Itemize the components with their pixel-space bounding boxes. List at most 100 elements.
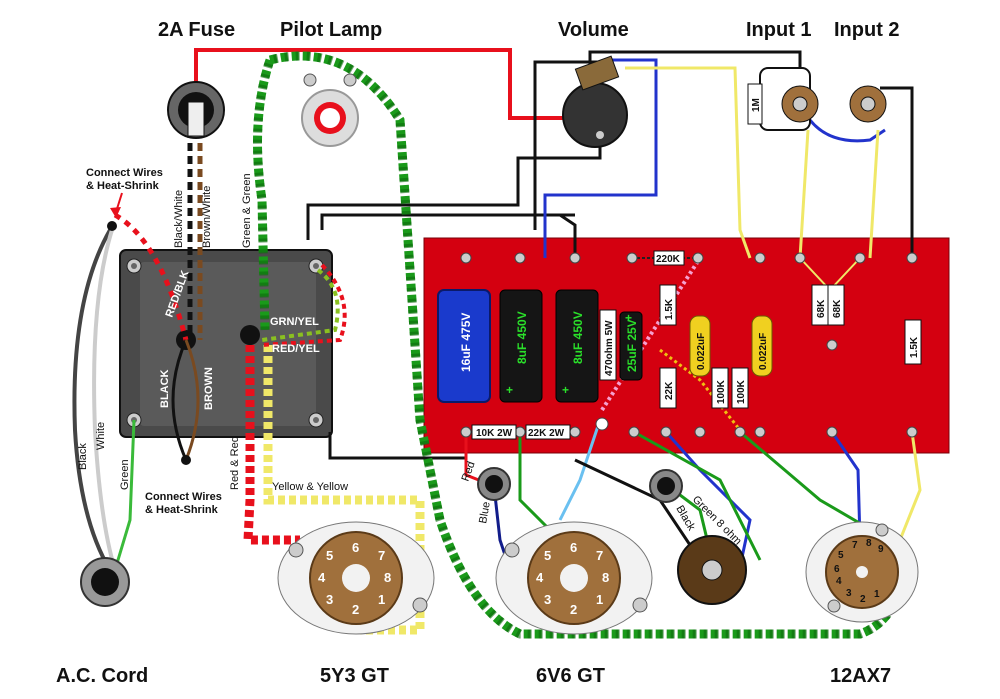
label-r-100k-b: 100K xyxy=(736,379,747,404)
svg-text:7: 7 xyxy=(596,548,603,563)
label-cap-8uf-b: 8uF 450V xyxy=(571,311,585,364)
capacitor-16uf xyxy=(437,289,491,403)
yellow-wire-input-jack xyxy=(798,129,810,259)
green-wire-6v6 xyxy=(633,430,762,561)
socket-5y3 xyxy=(277,521,435,635)
header-6v6: 6V6 GT xyxy=(536,665,605,687)
note-connect-bot-1: Connect Wires xyxy=(145,491,222,503)
svg-text:5: 5 xyxy=(544,548,551,563)
blue-wire-board-12ax7 xyxy=(830,431,862,541)
svg-text:1: 1 xyxy=(596,592,603,607)
label-r-1m: 1M xyxy=(751,98,762,112)
header-input-1: Input 1 xyxy=(746,19,812,41)
label-black-white: Black/White xyxy=(173,190,185,248)
capacitor-25uf xyxy=(619,311,643,381)
splice-dot-bottom xyxy=(181,455,191,465)
label-r-10k: 10K 2W xyxy=(476,428,513,439)
label-r-15k-b: 1.5K xyxy=(909,336,920,358)
label-r-15k-a: 1.5K xyxy=(664,298,675,320)
input-jack-1 xyxy=(747,67,819,131)
svg-text:4: 4 xyxy=(536,570,544,585)
label-red-red: Red & Red xyxy=(229,436,241,490)
label-brown-white: Brown/White xyxy=(201,186,213,248)
volume-pot xyxy=(562,55,628,148)
red-black-wire xyxy=(113,212,189,341)
brown-wire-trans xyxy=(184,339,200,461)
label-cord-green: Green xyxy=(119,459,131,490)
svg-text:6: 6 xyxy=(834,564,840,575)
label-cord-black: Black xyxy=(77,443,89,470)
label-cap-8uf-a: 8uF 450V xyxy=(515,311,529,364)
grommet-right-hole xyxy=(657,477,675,495)
board-yellow-dotted xyxy=(659,348,742,431)
board-pink-dotted xyxy=(600,256,702,412)
label-cap-022-b: 0.022uF xyxy=(758,333,769,370)
svg-text:2: 2 xyxy=(570,602,577,617)
board-turrets xyxy=(460,252,918,438)
red-yel-wire xyxy=(261,263,347,347)
svg-text:4: 4 xyxy=(318,570,326,585)
yellow-wire-board-12ax7 xyxy=(898,431,922,541)
header-input-2: Input 2 xyxy=(834,19,900,41)
header-pilot-lamp: Pilot Lamp xyxy=(280,19,382,41)
svg-text:7: 7 xyxy=(378,548,385,563)
svg-text:1: 1 xyxy=(874,589,880,600)
header-fuse: 2A Fuse xyxy=(158,19,235,41)
ac-cord-strain-relief xyxy=(80,557,130,607)
svg-text:3: 3 xyxy=(544,592,551,607)
black-wire-top xyxy=(533,60,598,230)
label-cap-16uf: 16uF 475V xyxy=(459,313,473,372)
svg-text:6: 6 xyxy=(570,540,577,555)
black-wire-volume-board xyxy=(306,145,602,240)
svg-text:8: 8 xyxy=(602,570,609,585)
label-brown-trans: BROWN xyxy=(203,367,215,410)
pins-12ax7: 1 2 3 4 5 6 7 8 9 xyxy=(834,538,884,605)
label-speaker-black: Black xyxy=(673,504,697,534)
ac-cord-black-wire xyxy=(72,229,112,572)
lightblue-wire-6v6 xyxy=(558,419,602,521)
header-12ax7: 12AX7 xyxy=(830,665,891,687)
label-plus-8uf-b: + xyxy=(562,383,569,397)
capacitor-022uf-b xyxy=(751,315,773,377)
svg-text:3: 3 xyxy=(846,588,852,599)
label-plus-25uf: + xyxy=(625,311,632,325)
label-r-470: 470ohm 5W xyxy=(604,320,615,376)
yellow-twisted-wire xyxy=(263,345,425,635)
svg-text:8: 8 xyxy=(384,570,391,585)
input-jack-2 xyxy=(849,85,887,123)
black-wire-input2 xyxy=(880,86,914,258)
yellow-wire-input2 xyxy=(868,129,880,259)
label-red-yel: RED/YEL xyxy=(272,343,320,355)
svg-text:5: 5 xyxy=(326,548,333,563)
black-wire-input-ground xyxy=(588,50,802,80)
black-wire-trans xyxy=(171,339,188,461)
capacitor-8uf-b xyxy=(555,289,599,403)
blue-wire-volume xyxy=(543,58,658,258)
label-yellow-yellow: Yellow & Yellow xyxy=(272,481,348,493)
pins-6v6: 1 2 3 4 5 6 7 8 xyxy=(536,540,609,617)
label-cap-25uf: 25uF 25V xyxy=(625,319,639,372)
green-twisted-wire-shade xyxy=(253,51,910,639)
label-wire-blue: Blue xyxy=(477,501,493,525)
svg-text:2: 2 xyxy=(860,594,866,605)
blue-wire-input xyxy=(808,119,886,143)
red-wire-fuse-volume xyxy=(194,48,570,120)
black-wire-transformer xyxy=(320,213,575,230)
note-connect-top-1: Connect Wires xyxy=(86,167,163,179)
speaker-jack xyxy=(677,535,747,605)
svg-text:8: 8 xyxy=(866,538,872,549)
ac-cord-green-wire xyxy=(113,419,136,571)
socket-6v6 xyxy=(495,521,653,635)
grn-yel-wire xyxy=(261,268,340,342)
label-cord-white: White xyxy=(95,422,107,450)
label-r-100k-a: 100K xyxy=(716,379,727,404)
label-black-trans: BLACK xyxy=(159,369,171,408)
capacitor-8uf-a xyxy=(499,289,543,403)
socket-12ax7 xyxy=(805,521,919,623)
note-connect-top-2: & Heat-Shrink xyxy=(86,180,160,192)
svg-text:3: 3 xyxy=(326,592,333,607)
label-grn-yel: GRN/YEL xyxy=(270,316,319,328)
note-arrowhead-top xyxy=(110,207,121,218)
label-cap-022-a: 0.022uF xyxy=(696,333,707,370)
